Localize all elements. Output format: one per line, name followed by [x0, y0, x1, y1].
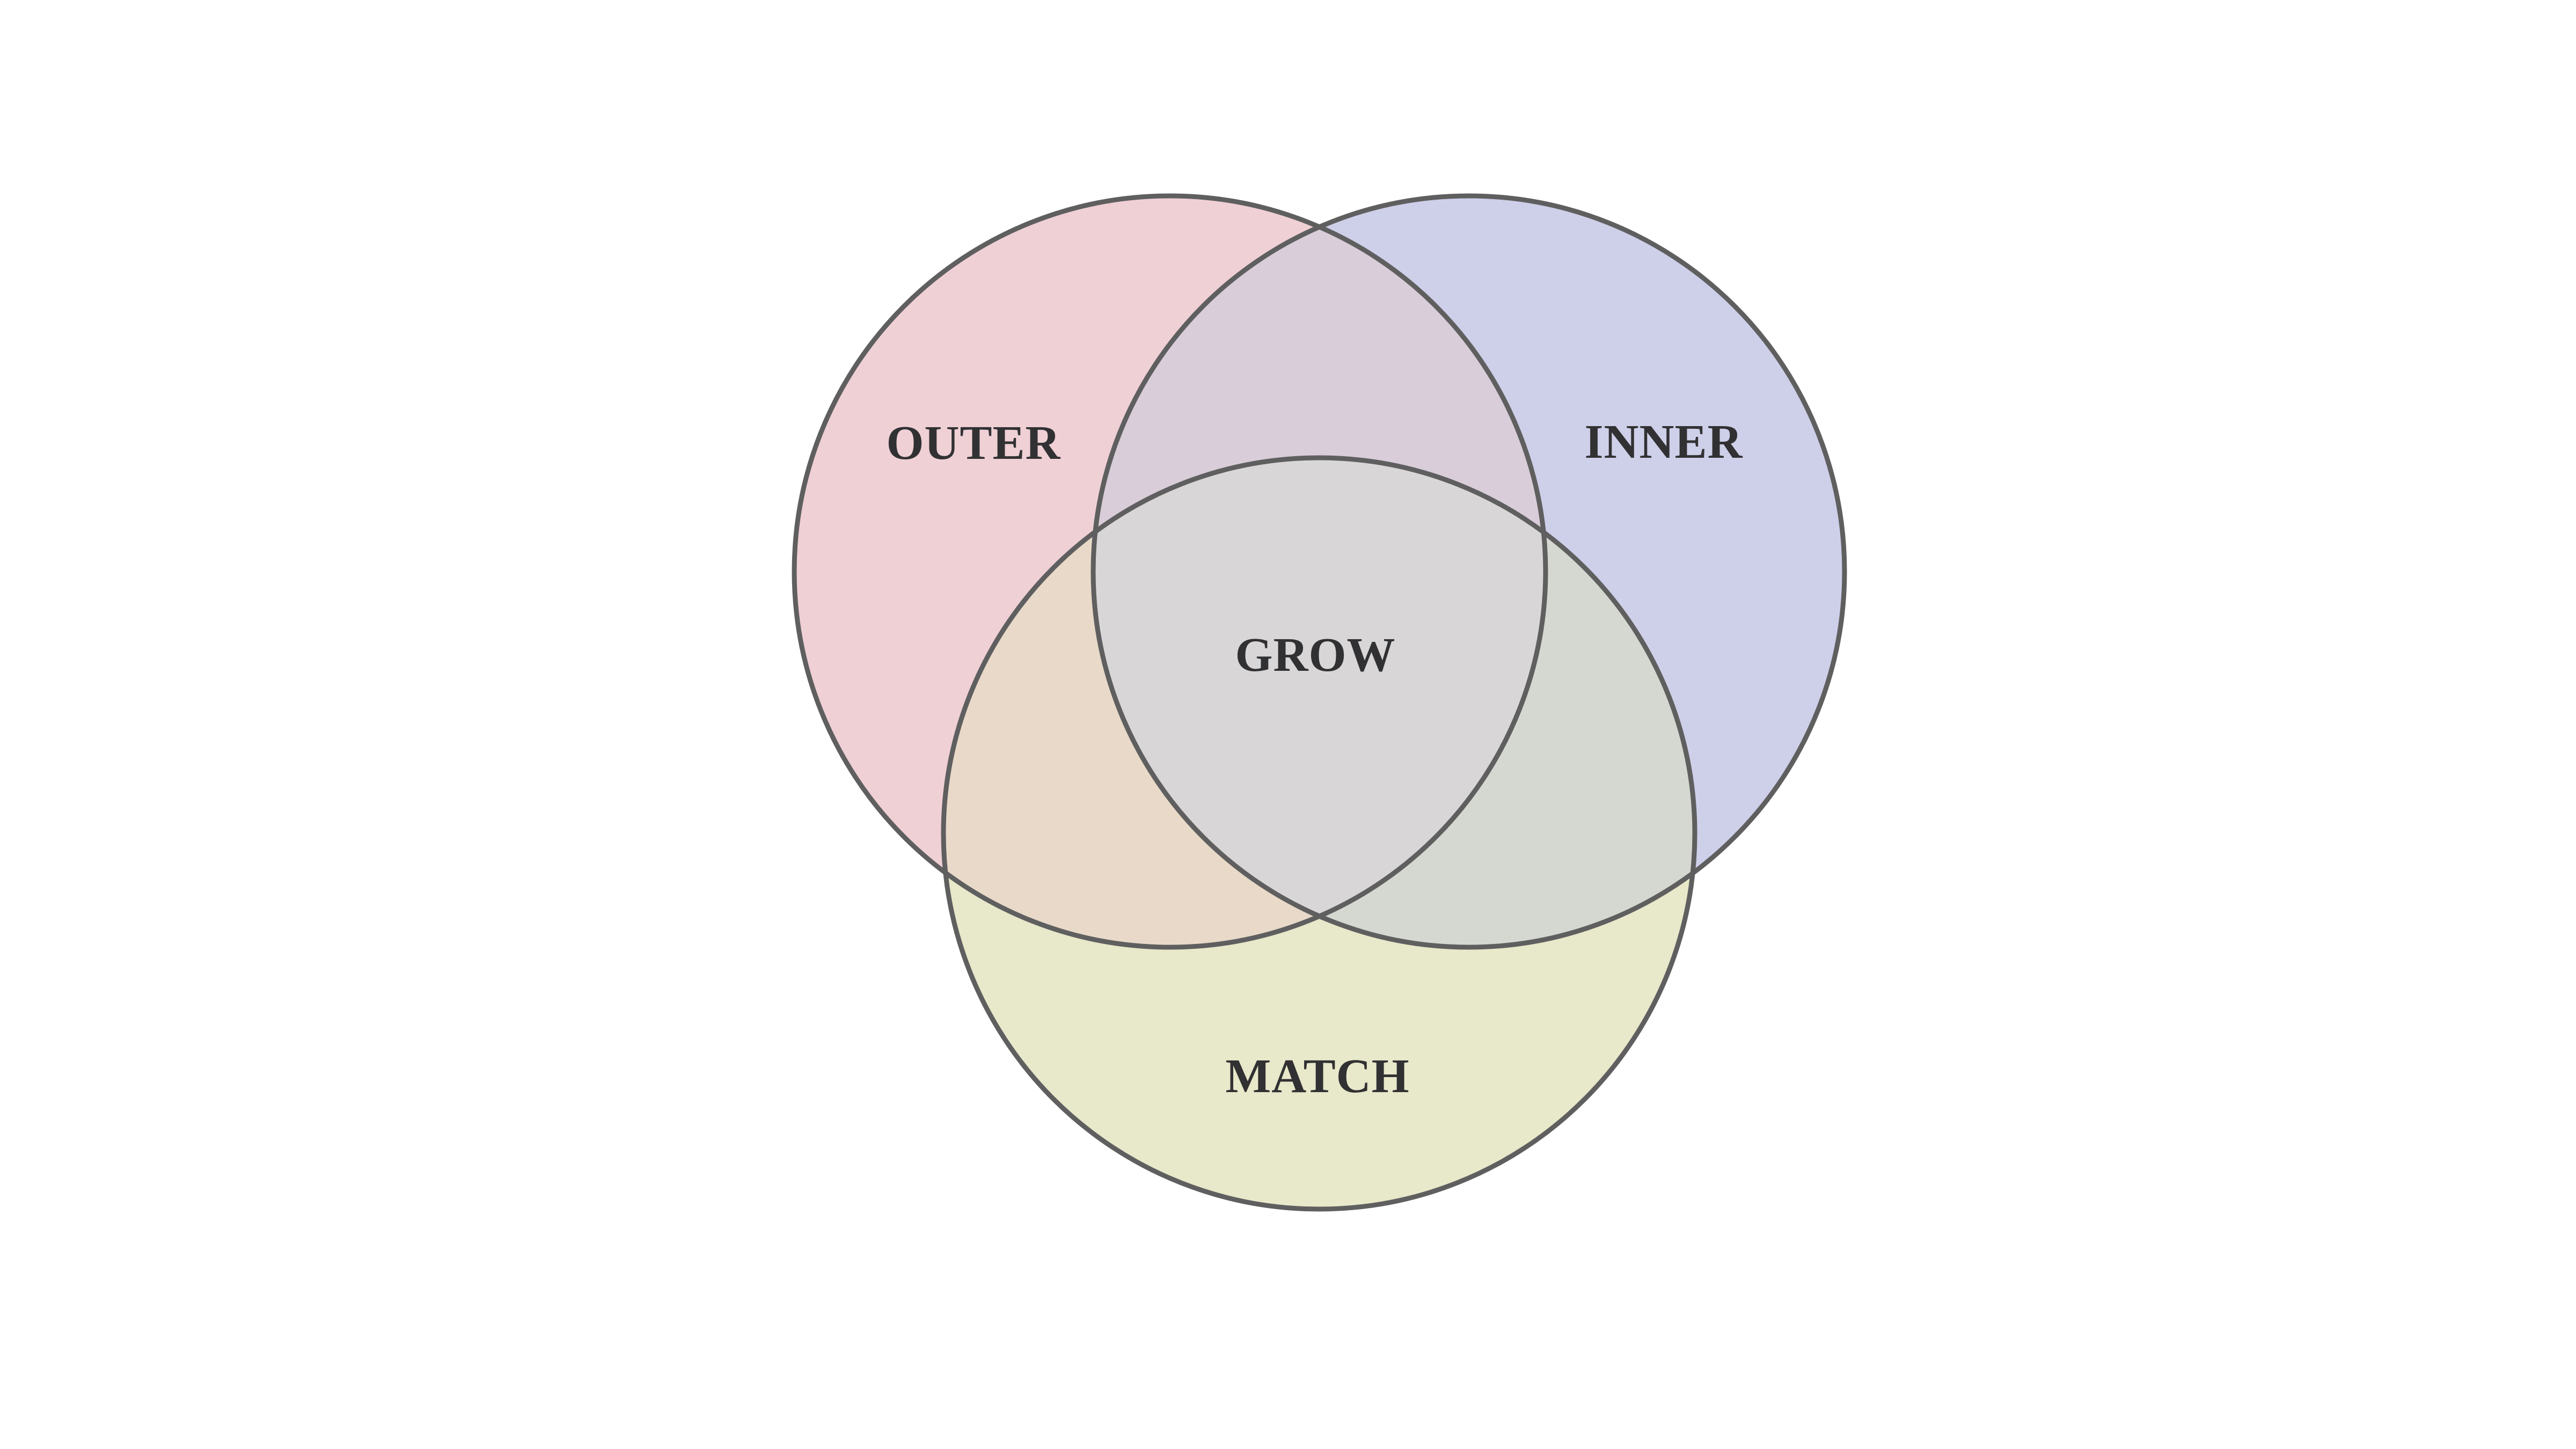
inner-label: INNER [1584, 415, 1743, 469]
inner-circle-outline [1091, 193, 1847, 950]
center-region-inner-clip [1093, 458, 1546, 947]
outer-circle-outline [792, 193, 1548, 950]
match-label: MATCH [1225, 1050, 1409, 1103]
center-label: GROW [1235, 628, 1395, 682]
outer-label: OUTER [886, 416, 1060, 470]
center-region-fill [1093, 458, 1546, 947]
match-circle-outline [941, 455, 1697, 1212]
center-region-outer-clip [1093, 458, 1546, 947]
